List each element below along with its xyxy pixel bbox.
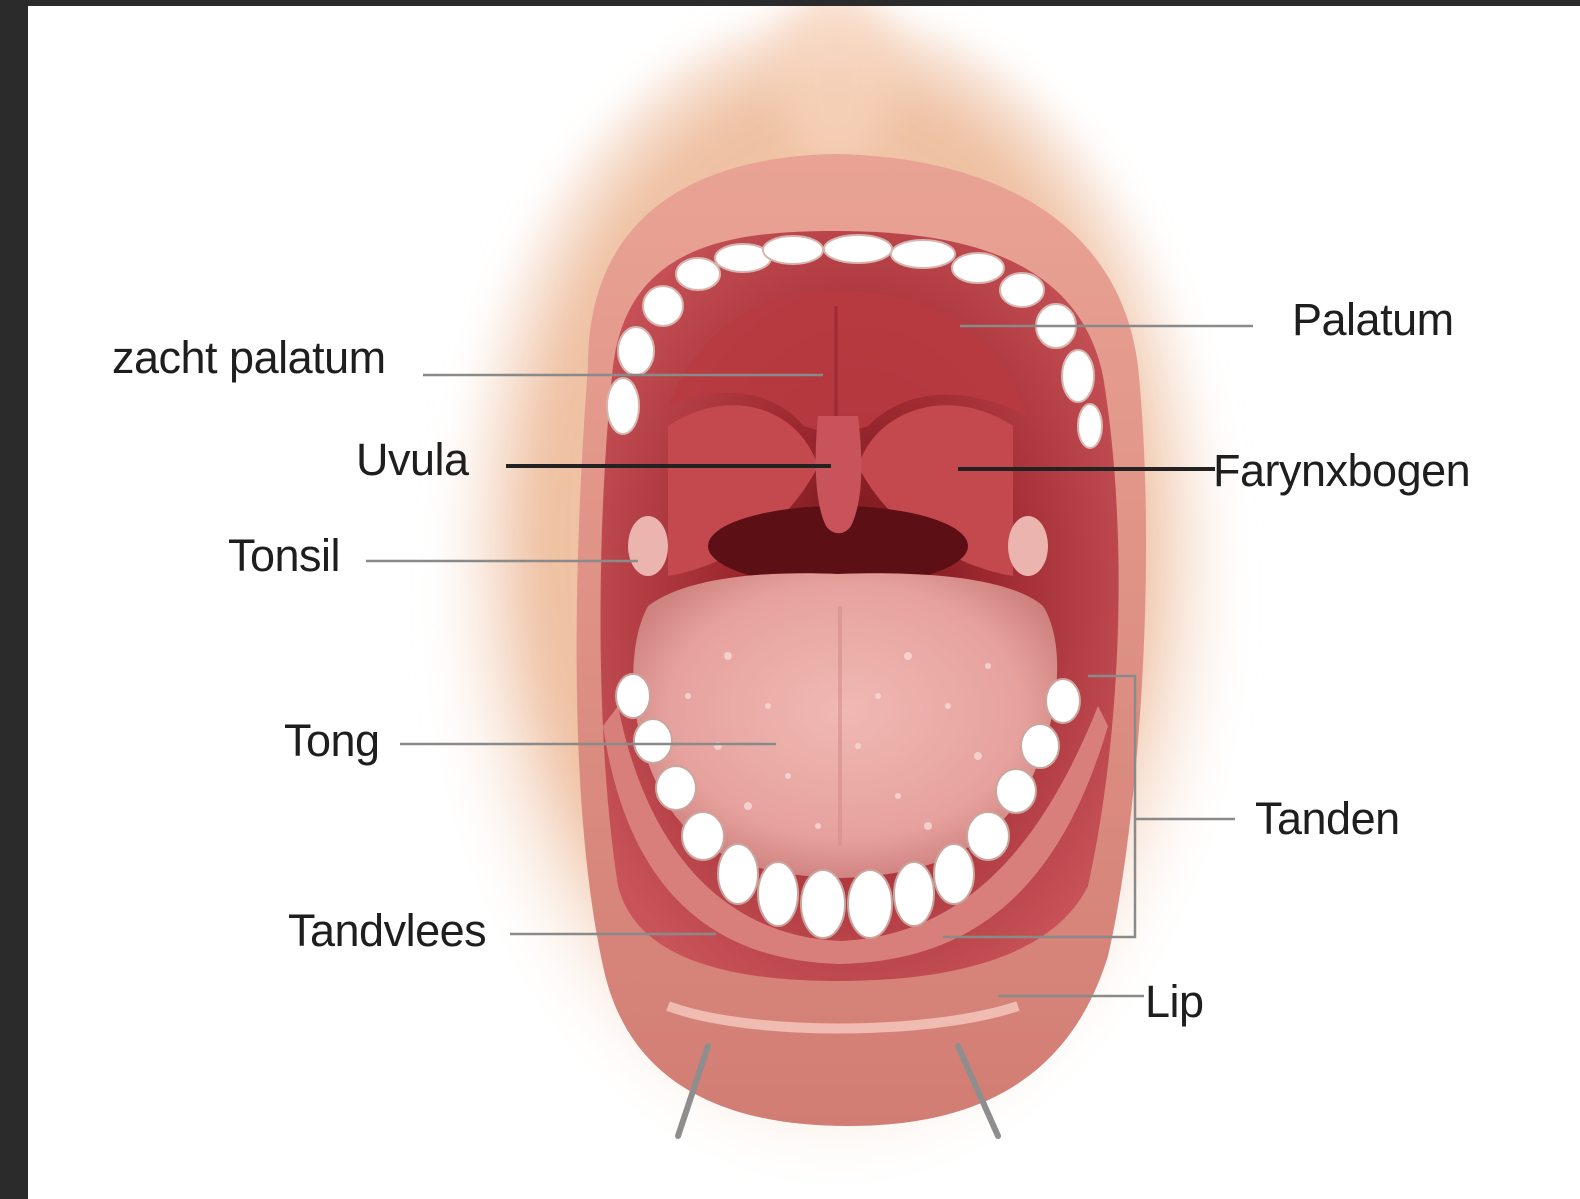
uvula bbox=[816, 416, 862, 533]
mouth-anatomy-illustration bbox=[28, 6, 1580, 1199]
label-zacht-palatum: zacht palatum bbox=[112, 335, 386, 380]
label-lip: Lip bbox=[1145, 979, 1204, 1024]
tonsil-left bbox=[628, 516, 668, 576]
label-tandvlees: Tandvlees bbox=[288, 908, 486, 953]
label-tong: Tong bbox=[284, 718, 380, 763]
tonsil-right bbox=[1008, 516, 1048, 576]
label-uvula: Uvula bbox=[356, 437, 469, 482]
label-tonsil: Tonsil bbox=[228, 533, 340, 578]
label-farynxbogen: Farynxbogen bbox=[1213, 448, 1470, 493]
label-tanden: Tanden bbox=[1255, 796, 1400, 841]
label-palatum: Palatum bbox=[1292, 297, 1454, 342]
diagram-canvas: zacht palatum Uvula Tonsil Tong Tandvlee… bbox=[28, 6, 1580, 1199]
